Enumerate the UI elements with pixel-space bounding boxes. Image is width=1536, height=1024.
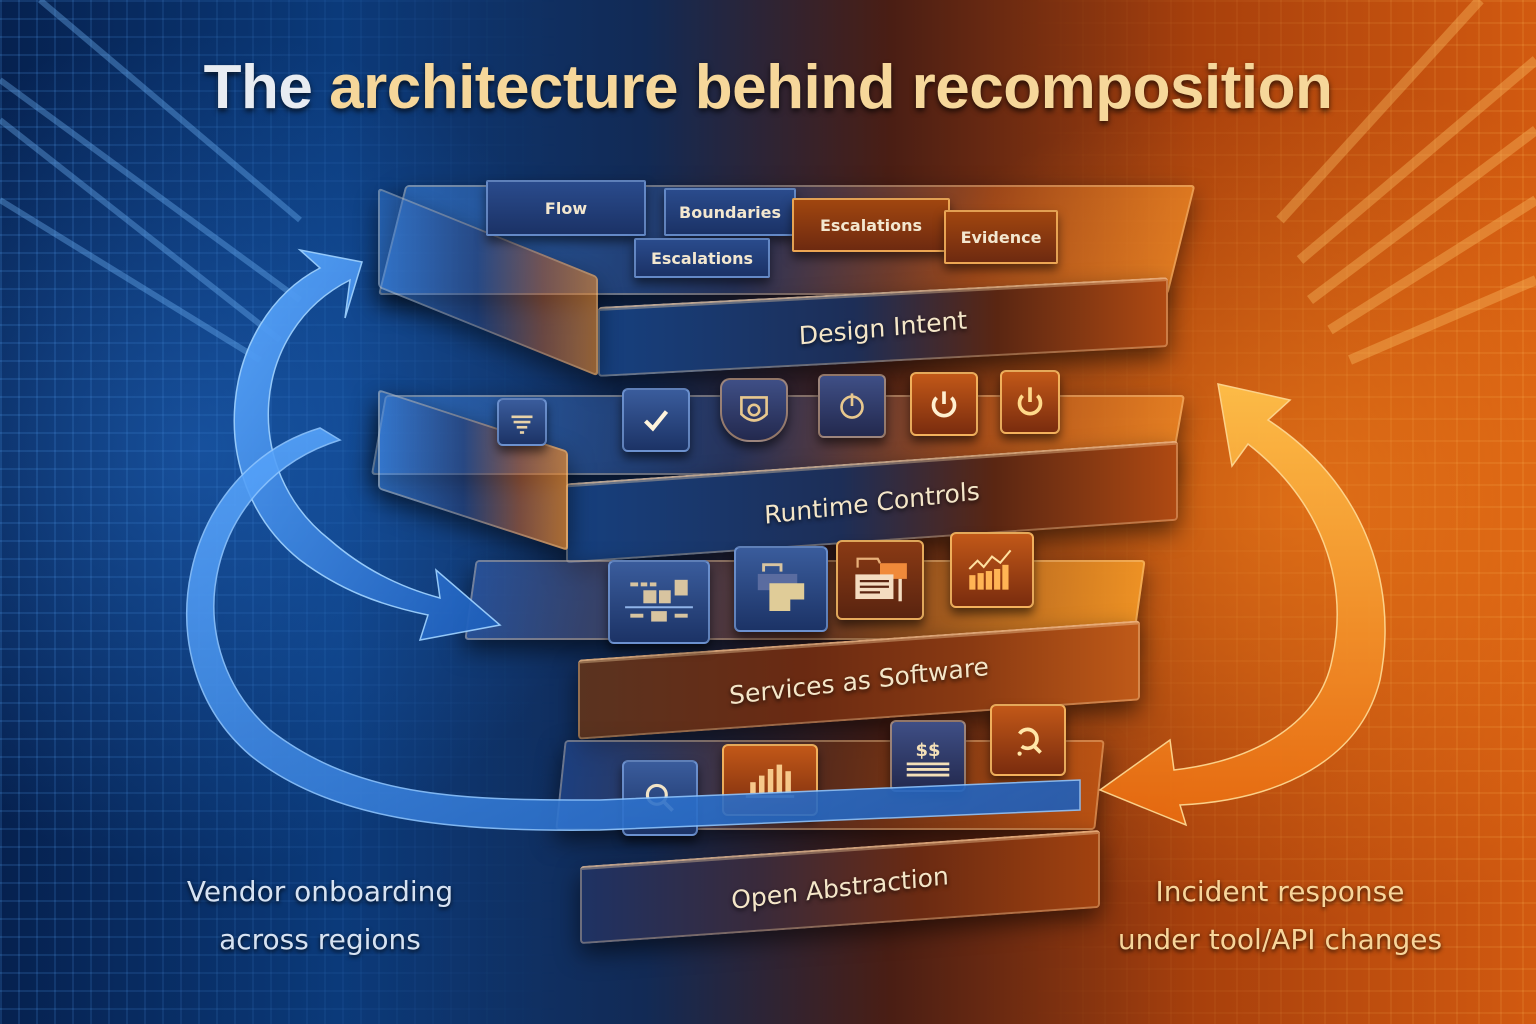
form-folder-tile[interactable] <box>836 540 924 620</box>
power-icon <box>931 391 957 418</box>
caption-left-line-1: Vendor onboarding <box>186 875 454 908</box>
blue-arrow-upper <box>233 248 502 641</box>
folder-tile[interactable] <box>734 546 828 632</box>
growth-chart-tile[interactable] <box>950 532 1034 608</box>
card-boundaries[interactable]: Boundaries <box>664 188 796 236</box>
caption-left-line-2: across regions <box>219 923 421 956</box>
page-title: The architecture behind recomposition <box>0 52 1536 123</box>
dashboard-icon <box>625 579 693 622</box>
svg-text:$$: $$ <box>916 740 941 761</box>
billing-icon: $$ <box>906 740 950 777</box>
caption-right-line-1: Incident response <box>1155 875 1405 908</box>
form-folder-icon <box>855 557 907 602</box>
blue-streaks <box>0 0 302 363</box>
card-flow[interactable]: Flow <box>486 180 646 236</box>
card-escalations-orange[interactable]: Escalations <box>792 198 950 252</box>
title-rest: architecture behind recomposition <box>329 53 1333 122</box>
shield-icon <box>740 396 768 422</box>
card-escalations-blue[interactable]: Escalations <box>634 238 770 278</box>
refresh-search-icon <box>1017 727 1042 756</box>
heart-panel-tile[interactable] <box>497 398 547 446</box>
power-icon <box>1017 387 1043 416</box>
shield-tile[interactable] <box>720 378 788 442</box>
refresh-search-tile[interactable] <box>990 704 1066 776</box>
power-tile-2[interactable] <box>910 372 978 436</box>
growth-chart-icon <box>968 549 1012 590</box>
checklist-icon <box>644 410 669 432</box>
orange-arrow <box>1098 383 1386 827</box>
caption-vendor-onboarding: Vendor onboarding across regions <box>140 868 500 964</box>
dashboard-tile[interactable] <box>608 560 710 644</box>
folder-icon <box>757 563 805 612</box>
caption-right-line-2: under tool/API changes <box>1117 923 1443 956</box>
orange-streaks <box>1276 0 1536 365</box>
heart-panel-icon <box>511 415 533 434</box>
power-tile-3[interactable] <box>1000 370 1060 434</box>
title-first-word: The <box>203 53 313 122</box>
card-evidence[interactable]: Evidence <box>944 210 1058 264</box>
power-tile-1[interactable] <box>818 374 886 438</box>
blue-arrow-lower <box>186 427 1081 831</box>
power-icon <box>840 393 864 419</box>
checklist-tile[interactable] <box>622 388 690 452</box>
billing-tile[interactable]: $$ <box>890 720 966 792</box>
caption-incident-response: Incident response under tool/API changes <box>1070 868 1490 964</box>
